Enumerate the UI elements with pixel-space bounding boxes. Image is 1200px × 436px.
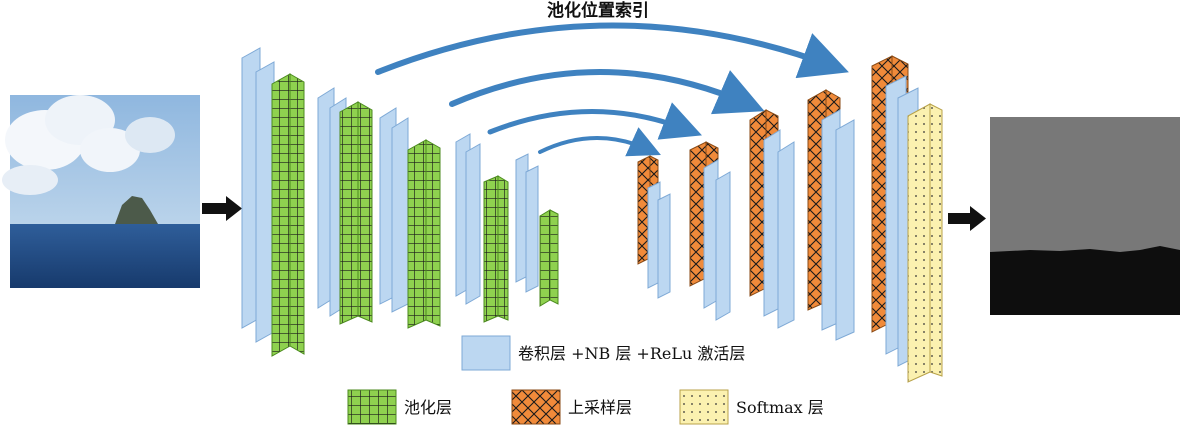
pool-layer	[289, 73, 305, 355]
curved-arrow-icon	[375, 22, 849, 79]
output-arrow	[948, 206, 986, 231]
curved-arrow-icon	[538, 127, 661, 157]
legend-pool-swatch	[347, 389, 397, 425]
legend-softmax-swatch	[679, 389, 729, 425]
decoder-block-5	[871, 55, 943, 383]
right-arrow-icon	[970, 206, 986, 231]
encoder-block-4	[455, 133, 509, 323]
legend-pool-label: 池化层	[404, 398, 452, 417]
softmax-layer	[929, 103, 943, 377]
decoder-block-1	[637, 155, 671, 299]
conv-layer	[835, 119, 855, 341]
pool-layer	[339, 101, 359, 325]
decoder-block-3	[749, 109, 795, 329]
encoder-block-2	[317, 87, 373, 325]
pool-layer	[271, 73, 291, 357]
legend-upsample-swatch	[511, 389, 561, 425]
input-image	[2, 95, 200, 288]
conv-layer	[715, 171, 731, 321]
pool-layer	[407, 139, 427, 329]
legend-conv-swatch	[461, 335, 511, 371]
island-shape	[115, 196, 158, 224]
conv-layer	[525, 165, 539, 293]
softmax-layer	[907, 103, 931, 383]
conv-layer	[391, 117, 409, 313]
pool-layer	[549, 209, 559, 305]
input-arrow	[202, 196, 242, 221]
conv-layer	[255, 61, 275, 343]
conv-layer	[777, 141, 795, 329]
conv-layer	[465, 143, 481, 305]
pool-layer	[357, 101, 373, 323]
pool-layer	[539, 209, 551, 307]
sky-segment	[990, 117, 1180, 252]
legend-softmax-label: Softmax 层	[736, 398, 824, 417]
curved-arrow-icon	[449, 69, 765, 115]
output-segmentation-image	[990, 117, 1180, 315]
curved-arrow-icon	[487, 102, 702, 140]
encoder-block-3	[379, 107, 441, 329]
encoder-block-5	[515, 153, 559, 307]
conv-layer	[657, 193, 671, 299]
encoder-block-1	[241, 47, 305, 357]
legend-upsample-label: 上采样层	[568, 398, 632, 417]
pooling-index-label: 池化位置索引	[547, 0, 649, 21]
pool-layer	[497, 175, 509, 321]
pooling-index-arrows	[375, 22, 849, 157]
right-arrow-icon	[226, 196, 242, 221]
pool-layer	[425, 139, 441, 327]
decoder-block-4	[807, 89, 855, 341]
decoder-block-2	[689, 141, 731, 321]
legend: 卷积层 +NB 层 +ReLu 激活层 池化层 上采样层 Softmax 层	[347, 335, 824, 425]
legend-conv-label: 卷积层 +NB 层 +ReLu 激活层	[518, 344, 745, 363]
pool-layer	[483, 175, 499, 323]
